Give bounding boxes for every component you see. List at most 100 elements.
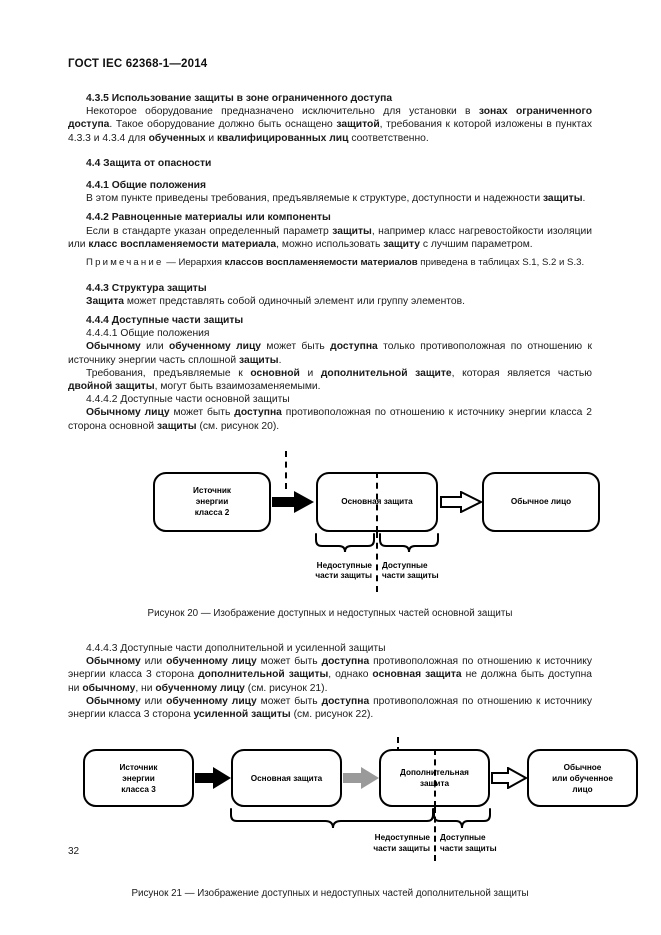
text-run: (см. рисунок 22).	[290, 709, 374, 721]
figure-20-dashed-divider-top	[285, 450, 287, 489]
text-run: или	[140, 656, 167, 668]
text-run: может представлять собой одиночный элеме…	[123, 295, 465, 307]
label-line: части защиты	[440, 843, 497, 853]
figure-20-caption: Рисунок 20 — Изображение доступных и нед…	[147, 607, 513, 619]
text-run-bold: доступна	[330, 341, 378, 353]
text-run: , например класс нагревостойкости изоляц…	[68, 225, 592, 250]
box-line: энергии	[195, 497, 229, 507]
label-line: Недоступные	[316, 560, 372, 570]
figure-21-box-basic-protection: Основная защита	[231, 749, 342, 808]
text-run: (см. рисунок 20).	[196, 420, 280, 432]
box-line: класса 2	[194, 508, 230, 518]
text-run: , могут быть взаимозаменяемыми.	[154, 381, 321, 393]
text-run-bold: основной	[250, 367, 300, 379]
text-run: может быть	[169, 407, 235, 419]
heading-4-4-4-2: 4.4.4.2 Доступные части основной защиты	[86, 394, 290, 406]
paragraph-4-4-1: В этом пункте приведены требования, пред…	[68, 192, 592, 205]
text-run-bold: дополнительной защиты	[198, 669, 329, 681]
heading-4-3-5: 4.3.5 Использование защиты в зоне ограни…	[86, 93, 393, 104]
text-run: — Иерархия	[163, 257, 225, 269]
text-run: Некоторое оборудование предназначено иск…	[86, 106, 479, 118]
paragraph-4-4-3: Защита может представлять собой одиночны…	[68, 295, 592, 308]
heading-4-4-1: 4.4.1 Общие положения	[86, 180, 206, 192]
text-run-bold: квалифицированных лиц	[216, 132, 349, 144]
note-label: Примечание	[86, 257, 164, 269]
page-header: ГОСТ IEC 62368-1—2014	[68, 58, 208, 70]
box-line: Обычное	[563, 762, 602, 772]
figure-21-box-ordinary-or-instructed-person: Обычное или обученное лицо	[527, 749, 638, 808]
paragraph-4-4-4-3-first: Обычному или обученному лицу может быть …	[68, 655, 592, 695]
text-run-bold: защиты	[542, 193, 583, 205]
text-run: и	[205, 132, 217, 144]
box-line: лицо	[572, 784, 593, 794]
page-number: 32	[68, 846, 80, 857]
text-run-bold: двойной защиты	[68, 381, 155, 393]
paragraph-4-4-4-2: Обычному лицу может быть доступна против…	[68, 406, 592, 432]
figure-21-label-accessible: Доступные части защиты	[440, 833, 520, 854]
figure-21-brace-accessible	[433, 808, 491, 829]
box-line: Источник	[193, 486, 231, 496]
figure-20-box-ordinary-person: Обычное лицо	[482, 471, 600, 532]
text-run: , ни	[135, 682, 156, 694]
paragraph-4-4-4-3-second: Обычному или обученному лицу может быть …	[68, 695, 592, 721]
figure-21-arrow-source-to-basic	[195, 767, 231, 790]
text-run-bold: обученному лицу	[166, 656, 257, 668]
text-run: только противоположная по отношению к ис…	[68, 341, 593, 366]
note-paragraph: Примечание — Иерархия классов воспламеня…	[68, 257, 592, 270]
text-run-bold: Обычному лицу	[86, 407, 170, 419]
box-line: класса 3	[121, 784, 156, 794]
label-line: Доступные	[382, 560, 428, 570]
figure-20-box-source: Источник энергии класса 2	[153, 471, 271, 532]
text-run-bold: Обычному	[86, 341, 141, 353]
text-run: (см. рисунок 21).	[244, 682, 328, 694]
text-run: противоположная по отношению к источнику…	[68, 407, 593, 432]
text-run-bold: обученному лицу	[166, 695, 257, 707]
paragraph-4-3-5: Некоторое оборудование предназначено иск…	[68, 105, 592, 145]
text-run-bold: доступна	[321, 695, 370, 707]
text-run: не должна быть доступна ни	[68, 669, 593, 694]
text-run-bold: защиты	[157, 420, 197, 432]
text-run: , однако	[328, 669, 373, 681]
figure-21-dashed-divider-bottom	[434, 807, 436, 862]
label-line: части защиты	[382, 571, 439, 581]
label-line: части защиты	[373, 843, 430, 853]
heading-4-4-4: 4.4.4 Доступные части защиты	[86, 315, 244, 327]
figure-20-dashed-divider-inner	[376, 471, 378, 532]
text-run-bold: усиленной защиты	[193, 709, 291, 721]
heading-4-4-4-3: 4.4.4.3 Доступные части дополнительной и…	[86, 643, 386, 655]
figure-20: Источник энергии класса 2 Основная защит…	[68, 450, 600, 603]
label-line: Недоступные	[374, 833, 430, 843]
text-run-bold: обученному лицу	[155, 682, 245, 694]
figure-20-braces	[315, 532, 439, 552]
text-run-bold: Защита	[86, 295, 124, 307]
text-run: и	[299, 367, 321, 379]
text-run: может быть	[256, 695, 322, 707]
text-run: В этом пункте приведены требования, пред…	[86, 193, 543, 205]
box-line: или обученное	[552, 773, 613, 783]
text-run: , требования к которой изложены в пункта…	[68, 119, 592, 144]
text-run-bold: доступна	[321, 656, 370, 668]
text-run-bold: доступна	[234, 407, 282, 419]
text-run-bold: классов воспламеняемости материалов	[224, 257, 418, 269]
text-run: .	[582, 193, 586, 205]
text-run-bold: защиты	[332, 225, 372, 237]
heading-4-4-2: 4.4.2 Равноценные материалы или компонен…	[86, 212, 331, 224]
figure-21-dashed-divider-inner	[434, 749, 436, 808]
figure-21-box-source: Источник энергии класса 3	[83, 749, 194, 808]
text-run: Если в стандарте указан определенный пар…	[86, 225, 333, 237]
box-line: Обычное лицо	[510, 497, 572, 507]
text-run: противоположная по отношению к источнику…	[68, 656, 592, 681]
text-run-bold: дополнительной защите	[320, 367, 452, 379]
text-run: . Такое оборудование должно быть оснащен…	[109, 119, 337, 131]
box-line: энергии	[122, 773, 155, 783]
box-line: Основная защита	[250, 773, 323, 783]
heading-4-4: 4.4 Защита от опасности	[86, 157, 212, 169]
text-run-bold: основная защита	[372, 669, 462, 681]
figure-21-caption: Рисунок 21 — Изображение доступных и нед…	[131, 888, 529, 900]
text-run: Требования, предъявляемые к	[86, 367, 251, 379]
figure-21-label-inaccessible: Недоступные части защиты	[354, 833, 430, 854]
label-line: части защиты	[315, 571, 372, 581]
text-run: .	[278, 354, 282, 366]
figure-21-arrow-supplementary-to-person	[491, 767, 529, 790]
